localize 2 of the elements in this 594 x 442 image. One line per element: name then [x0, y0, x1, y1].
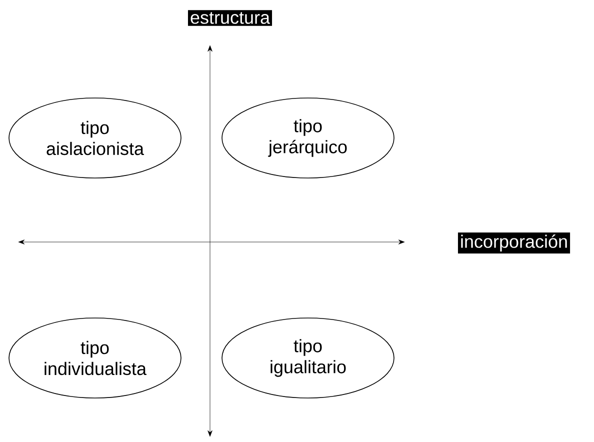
axis-label: estructura: [188, 10, 272, 26]
axis-label: incorporación: [458, 232, 570, 254]
